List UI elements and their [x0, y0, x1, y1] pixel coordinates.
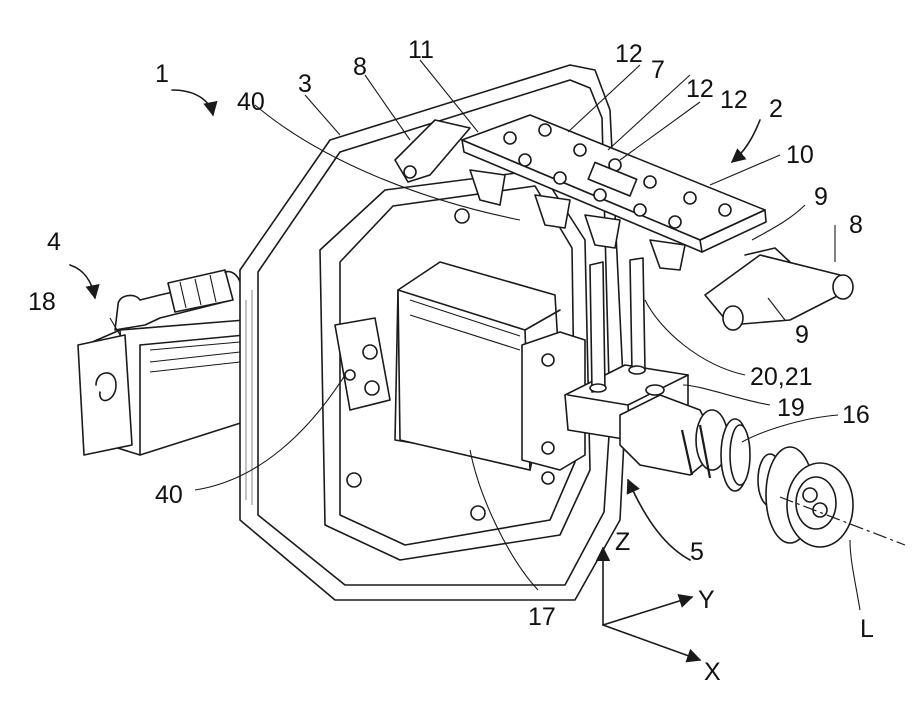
- label-axis-l: L: [860, 615, 874, 643]
- label-12-a: 12: [615, 40, 643, 68]
- label-11: 11: [408, 36, 434, 64]
- y-axis-arrow: [603, 597, 692, 625]
- axis-label-z: Z: [615, 528, 630, 556]
- label-20-21: 20,21: [750, 363, 813, 391]
- label-8-left: 8: [353, 53, 367, 81]
- drive-motor: [78, 270, 250, 455]
- label-17: 17: [528, 603, 556, 631]
- label-40-top: 40: [237, 88, 265, 116]
- label-3: 3: [298, 70, 312, 98]
- coordinate-system: [603, 548, 700, 660]
- x-axis-arrow: [603, 625, 700, 660]
- label-10: 10: [786, 141, 814, 169]
- label-1: 1: [155, 60, 169, 88]
- label-9-bottom: 9: [795, 321, 809, 349]
- label-40-bottom: 40: [155, 481, 183, 509]
- label-2: 2: [769, 95, 783, 123]
- label-8-right: 8: [849, 211, 863, 239]
- label-7: 7: [651, 56, 665, 84]
- label-9-top: 9: [814, 183, 828, 211]
- label-4: 4: [47, 228, 61, 256]
- label-18: 18: [28, 288, 56, 316]
- label-12-c: 12: [720, 86, 748, 114]
- label-5: 5: [690, 538, 704, 566]
- axis-label-y: Y: [698, 586, 715, 614]
- axis-label-x: X: [704, 658, 721, 686]
- label-16: 16: [842, 401, 870, 429]
- label-19: 19: [777, 394, 805, 422]
- label-12-b: 12: [686, 75, 714, 103]
